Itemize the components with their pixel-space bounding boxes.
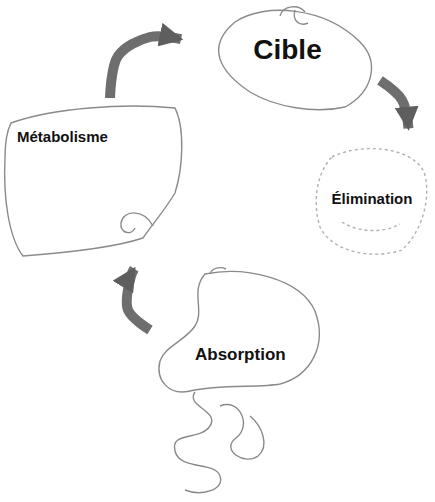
- organ-outline: [3, 98, 185, 256]
- organ-line: [316, 149, 427, 255]
- heart-organ: Cible: [195, 2, 380, 114]
- organ-line: [159, 272, 319, 392]
- organ-line: [220, 405, 264, 460]
- organ-line: [342, 222, 400, 231]
- organ-line: [219, 10, 372, 109]
- kidney-organ: Élimination: [312, 142, 432, 260]
- organ-line: [121, 213, 153, 233]
- flow-arrow: [127, 269, 150, 330]
- organ-label: Métabolisme: [3, 128, 185, 145]
- flow-arrow: [380, 80, 408, 128]
- organ-line: [5, 106, 182, 256]
- organ-label: Élimination: [312, 190, 432, 207]
- flow-arrow: [110, 36, 181, 98]
- organ-label: Absorption: [150, 345, 325, 365]
- organ-line: [280, 7, 308, 24]
- organ-line: [174, 392, 220, 492]
- organ-outline: [150, 266, 325, 498]
- intestine-organ: Absorption: [150, 266, 325, 498]
- organ-line: [210, 268, 226, 274]
- liver-organ: Métabolisme: [3, 98, 185, 256]
- organ-label: Cible: [195, 34, 380, 66]
